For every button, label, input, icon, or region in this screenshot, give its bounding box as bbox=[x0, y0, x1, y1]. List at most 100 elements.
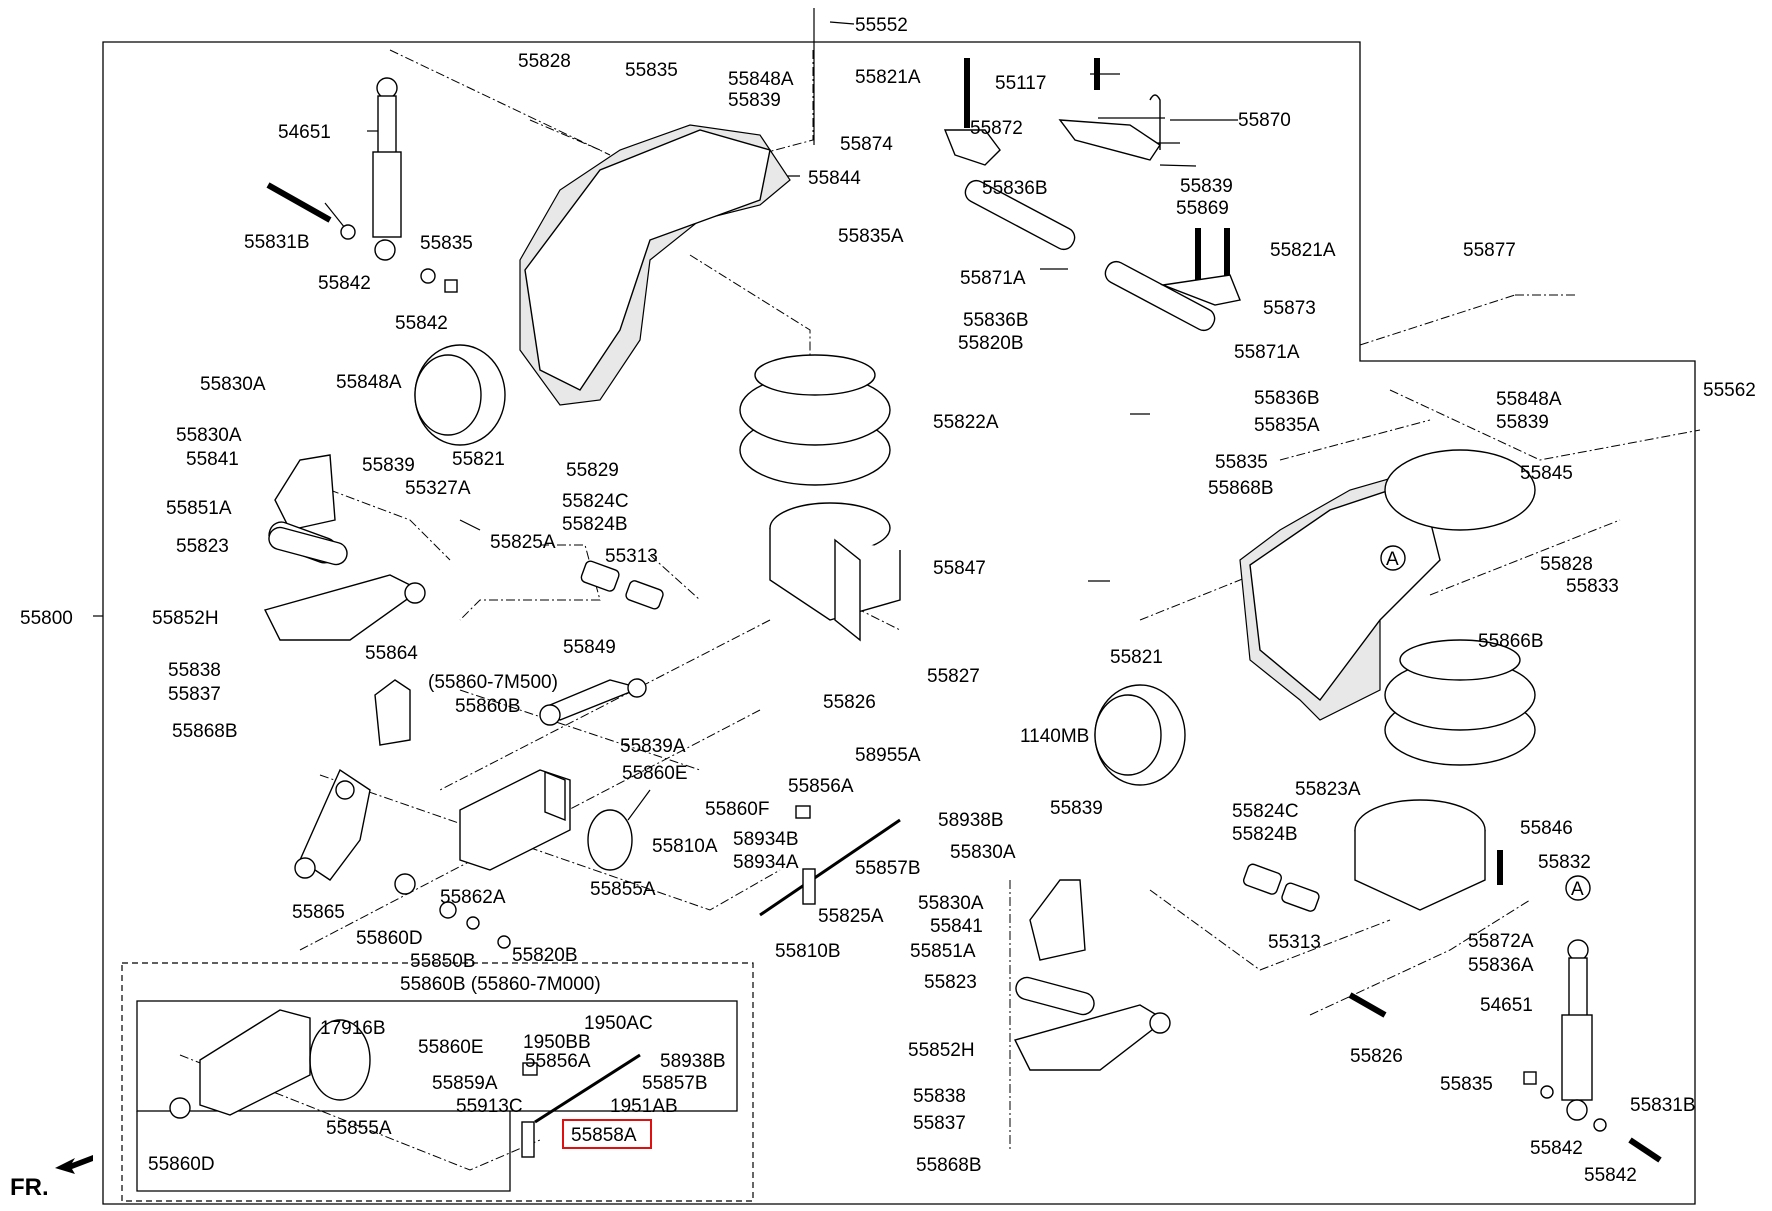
part-label[interactable]: 55860D bbox=[148, 1154, 215, 1175]
part-label[interactable]: 55830A bbox=[200, 374, 266, 395]
part-label[interactable]: 55836B bbox=[1254, 388, 1320, 409]
part-label[interactable]: 55800 bbox=[20, 608, 73, 629]
part-label[interactable]: 55859A bbox=[432, 1073, 498, 1094]
part-label[interactable]: 1140MB bbox=[1020, 726, 1089, 747]
part-label[interactable]: 55841 bbox=[186, 449, 239, 470]
part-label[interactable]: 58934B bbox=[733, 829, 799, 850]
part-label[interactable]: 55845 bbox=[1520, 463, 1573, 484]
part-label[interactable]: 55839A bbox=[620, 736, 686, 757]
part-label[interactable]: 55826 bbox=[1350, 1046, 1403, 1067]
part-label[interactable]: 55313 bbox=[605, 546, 658, 567]
part-label[interactable]: 55855A bbox=[590, 879, 656, 900]
part-label[interactable]: 55877 bbox=[1463, 240, 1516, 261]
part-label[interactable]: 55839 bbox=[1050, 798, 1103, 819]
part-label[interactable]: 55856A bbox=[525, 1051, 591, 1072]
part-label[interactable]: 55835 bbox=[625, 60, 678, 81]
part-label[interactable]: 58934A bbox=[733, 852, 799, 873]
part-label[interactable]: 55860F bbox=[705, 799, 769, 820]
part-label[interactable]: 54651 bbox=[278, 122, 331, 143]
part-label[interactable]: 55849 bbox=[563, 637, 616, 658]
part-label[interactable]: 55830A bbox=[950, 842, 1016, 863]
part-label[interactable]: 55847 bbox=[933, 558, 986, 579]
part-label[interactable]: 55828 bbox=[518, 51, 571, 72]
part-label[interactable]: 55823A bbox=[1295, 779, 1361, 800]
part-label[interactable]: 55835 bbox=[1440, 1074, 1493, 1095]
part-label[interactable]: 55838 bbox=[913, 1086, 966, 1107]
part-label[interactable]: 55830A bbox=[176, 425, 242, 446]
part-label[interactable]: (55860-7M500) bbox=[428, 672, 558, 693]
part-label[interactable]: 55873 bbox=[1263, 298, 1316, 319]
part-label[interactable]: 55824C bbox=[562, 491, 629, 512]
part-label[interactable]: 58955A bbox=[855, 745, 921, 766]
part-label[interactable]: 55851A bbox=[166, 498, 232, 519]
part-label[interactable]: 58938B bbox=[938, 810, 1004, 831]
part-label[interactable]: 55871A bbox=[1234, 342, 1300, 363]
part-label[interactable]: 55824C bbox=[1232, 801, 1299, 822]
part-label[interactable]: 55833 bbox=[1566, 576, 1619, 597]
part-label[interactable]: 55327A bbox=[405, 478, 471, 499]
part-label[interactable]: 55871A bbox=[960, 268, 1026, 289]
part-label[interactable]: 55117 bbox=[995, 73, 1046, 94]
part-label[interactable]: 55857B bbox=[642, 1073, 708, 1094]
part-label[interactable]: 55836A bbox=[1468, 955, 1534, 976]
part-label[interactable]: 55824B bbox=[1232, 824, 1298, 845]
part-label[interactable]: 55825A bbox=[490, 532, 556, 553]
part-label[interactable]: 55862A bbox=[440, 887, 506, 908]
part-label[interactable]: 55856A bbox=[788, 776, 854, 797]
part-label[interactable]: 55821A bbox=[855, 67, 921, 88]
part-label[interactable]: 55860E bbox=[418, 1037, 484, 1058]
part-label[interactable]: 55810B bbox=[775, 941, 841, 962]
part-label[interactable]: 55831B bbox=[1630, 1095, 1696, 1116]
part-label[interactable]: 55837 bbox=[168, 684, 221, 705]
part-label[interactable]: 55860E bbox=[622, 763, 688, 784]
part-label[interactable]: 1950BB bbox=[523, 1032, 591, 1053]
part-label[interactable]: 55835A bbox=[838, 226, 904, 247]
part-label[interactable]: 55852H bbox=[908, 1040, 975, 1061]
part-label[interactable]: 55837 bbox=[913, 1113, 966, 1134]
part-label[interactable]: 55839 bbox=[362, 455, 415, 476]
part-label[interactable]: 55868B bbox=[172, 721, 238, 742]
part-label[interactable]: 55869 bbox=[1176, 198, 1229, 219]
part-label[interactable]: 55868B bbox=[916, 1155, 982, 1176]
part-label[interactable]: 1951AB bbox=[610, 1096, 678, 1117]
part-label[interactable]: 55839 bbox=[728, 90, 781, 111]
part-label[interactable]: 55864 bbox=[365, 643, 418, 664]
part-label[interactable]: 55848A bbox=[728, 69, 794, 90]
part-label[interactable]: 55846 bbox=[1520, 818, 1573, 839]
part-label[interactable]: 55839 bbox=[1496, 412, 1549, 433]
part-label[interactable]: 55842 bbox=[1530, 1138, 1583, 1159]
part-label[interactable]: 55823 bbox=[924, 972, 977, 993]
part-label[interactable]: 55820B bbox=[512, 945, 578, 966]
part-label[interactable]: 17916B bbox=[320, 1018, 386, 1039]
part-label[interactable]: 55860B bbox=[455, 696, 521, 717]
part-label[interactable]: 55874 bbox=[840, 134, 893, 155]
part-label[interactable]: 55842 bbox=[1584, 1165, 1637, 1186]
part-label[interactable]: 55831B bbox=[244, 232, 310, 253]
part-label[interactable]: 55822A bbox=[933, 412, 999, 433]
part-label[interactable]: 55842 bbox=[318, 273, 371, 294]
part-label[interactable]: 55866B bbox=[1478, 631, 1544, 652]
part-label[interactable]: 55852H bbox=[152, 608, 219, 629]
part-label[interactable]: 55552 bbox=[855, 15, 908, 36]
part-label[interactable]: 55865 bbox=[292, 902, 345, 923]
part-label[interactable]: 55829 bbox=[566, 460, 619, 481]
part-label[interactable]: 55839 bbox=[1180, 176, 1233, 197]
part-label[interactable]: 55860B (55860-7M000) bbox=[400, 974, 601, 995]
part-label[interactable]: 55821A bbox=[1270, 240, 1336, 261]
part-label[interactable]: 55868B bbox=[1208, 478, 1274, 499]
part-label[interactable]: 55827 bbox=[927, 666, 980, 687]
part-label[interactable]: 58938B bbox=[660, 1051, 726, 1072]
part-label[interactable]: 55821 bbox=[452, 449, 505, 470]
part-label[interactable]: 55835A bbox=[1254, 415, 1320, 436]
part-label[interactable]: 55832 bbox=[1538, 852, 1591, 873]
part-label[interactable]: 55844 bbox=[808, 168, 861, 189]
part-label[interactable]: 55810A bbox=[652, 836, 718, 857]
part-label[interactable]: 55825A bbox=[818, 906, 884, 927]
part-label[interactable]: 55830A bbox=[918, 893, 984, 914]
part-label[interactable]: 54651 bbox=[1480, 995, 1533, 1016]
part-label[interactable]: 55872A bbox=[1468, 931, 1534, 952]
part-label[interactable]: 55313 bbox=[1268, 932, 1321, 953]
part-label[interactable]: 55870 bbox=[1238, 110, 1291, 131]
part-label[interactable]: 55842 bbox=[395, 313, 448, 334]
part-label[interactable]: 55850B bbox=[410, 951, 476, 972]
